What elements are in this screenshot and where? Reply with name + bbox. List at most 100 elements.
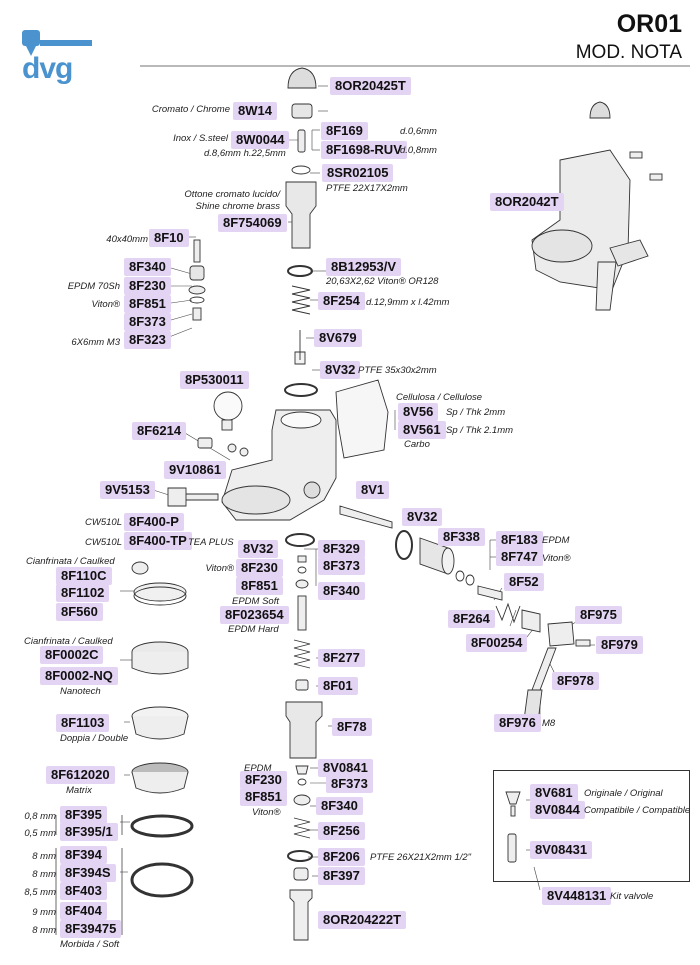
- part-note: EPDM 70Sh: [67, 281, 120, 292]
- part-code: 8F329: [318, 540, 365, 558]
- nut-shape: [291, 103, 313, 119]
- part-note: Viton®: [542, 553, 571, 564]
- part-code: 8F373: [318, 557, 365, 575]
- part-note: Carbo: [404, 439, 430, 450]
- part-code: 9V5153: [100, 481, 155, 499]
- part-code: 8F851: [236, 577, 283, 595]
- part-note: 40x40mm: [106, 234, 148, 245]
- part-code: 8F277: [318, 649, 365, 667]
- part-code: 8F230: [236, 559, 283, 577]
- part-note: M8: [542, 718, 556, 729]
- part-code: 8F851: [240, 788, 287, 806]
- part-note: d.0,8mm: [400, 145, 437, 156]
- part-drawings: [130, 67, 663, 941]
- part-code: 8F747: [496, 548, 543, 566]
- part-note: d.0,6mm: [400, 126, 437, 137]
- ring-shape: [291, 165, 311, 175]
- part-code: 8F230: [124, 277, 171, 295]
- part-note: CW510L: [85, 517, 122, 528]
- gasket-plate-shape: [335, 379, 389, 459]
- part-note: Doppia / Double: [60, 733, 129, 744]
- part-code: 8F01: [318, 677, 358, 695]
- part-note: EPDM Soft: [232, 596, 279, 607]
- part-note: d.8,6mm h.22,5mm: [204, 148, 286, 159]
- part-code: 8B12953/V: [326, 258, 402, 276]
- part-code: 8F373: [326, 775, 373, 793]
- part-note: CW510L: [85, 537, 122, 548]
- shaft-shape: [339, 505, 393, 529]
- part-code: 8F169: [321, 122, 368, 140]
- part-note: EPDM: [542, 535, 570, 546]
- part-code: 8V561: [398, 421, 446, 439]
- part-code: 8F397: [318, 867, 365, 885]
- brand-logo: [22, 30, 92, 56]
- part-note: Cellulosa / Cellulose: [396, 392, 483, 403]
- part-code: 8F1698-RUV: [321, 141, 407, 159]
- part-note: Morbida / Soft: [60, 939, 120, 950]
- part-note: Matrix: [66, 785, 92, 796]
- part-note: Compatibile / Compatible: [584, 805, 691, 816]
- part-note: 8,5 mm: [24, 887, 56, 898]
- part-note: Inox / S.steel: [173, 133, 228, 144]
- part-note: Kit valvole: [610, 891, 654, 902]
- part-code: 8F1103: [56, 714, 110, 732]
- part-code: 9V10861: [164, 461, 227, 479]
- part-note: Shine chrome brass: [195, 201, 280, 212]
- part-code: 8V681: [530, 784, 578, 802]
- part-code: 8F206: [318, 848, 365, 866]
- part-code: 8F340: [318, 582, 365, 600]
- part-note: 0,8 mm: [24, 811, 56, 822]
- brass-body-shape: [285, 181, 317, 249]
- part-code: 8OR204222T: [318, 911, 407, 929]
- group-brackets: [55, 815, 123, 935]
- part-code: 8F975: [575, 606, 622, 624]
- brand-logo-text: dvg: [22, 52, 73, 85]
- part-code: 8F254: [318, 292, 365, 310]
- part-code: 8V0844: [530, 801, 585, 819]
- part-code: 8F403: [60, 882, 107, 900]
- part-code: 8F230: [240, 771, 287, 789]
- part-code: 8F404: [60, 902, 107, 920]
- part-note: Nanotech: [60, 686, 101, 697]
- part-note: d.12,9mm x l.42mm: [366, 297, 450, 308]
- part-code: 8F264: [448, 610, 495, 628]
- part-code: 8W0044: [231, 131, 290, 149]
- part-code: 8V448131: [542, 887, 612, 905]
- part-code: 8F110C: [56, 567, 112, 585]
- part-code: 8P530011: [180, 371, 249, 389]
- part-code: 8F560: [56, 603, 103, 621]
- part-note: EPDM Hard: [228, 624, 279, 635]
- part-code: 8F0002C: [40, 646, 104, 664]
- part-code: 8V679: [314, 329, 362, 347]
- part-code: 8F851: [124, 295, 171, 313]
- part-code: 8F979: [596, 636, 643, 654]
- spring-shape: [291, 285, 311, 315]
- thermo-shape: [167, 487, 219, 507]
- part-code: 8V32: [402, 508, 443, 526]
- part-code: 8F394: [60, 846, 107, 864]
- part-code: 8V08431: [530, 841, 593, 859]
- part-note: TEA PLUS: [188, 537, 234, 548]
- part-code: 8V32: [238, 540, 279, 558]
- part-note: 8 mm: [32, 869, 56, 880]
- part-note: 20,63X2,62 Viton® OR128: [326, 276, 439, 287]
- part-code: 8F395/1: [60, 823, 118, 841]
- part-code: 8F976: [494, 714, 541, 732]
- part-code: 8F394S: [60, 864, 116, 882]
- part-note: 0,5 mm: [24, 828, 56, 839]
- part-note: Originale / Original: [584, 788, 663, 799]
- valve-stem-shape: [294, 330, 306, 365]
- part-code: 8F978: [552, 672, 599, 690]
- part-code: 8F6214: [132, 422, 187, 440]
- part-note: 8 mm: [32, 851, 56, 862]
- part-code: 8F183: [496, 531, 543, 549]
- part-note: Viton®: [91, 299, 120, 310]
- part-code: 8F023654: [220, 606, 289, 624]
- part-code: 8F78: [332, 718, 372, 736]
- gasket-top-shape: [284, 383, 318, 397]
- part-code: 8F400-P: [124, 513, 184, 531]
- part-code: 8OR2042T: [490, 193, 564, 211]
- part-code: 8F612020: [46, 766, 115, 784]
- part-note: 6X6mm M3: [71, 337, 120, 348]
